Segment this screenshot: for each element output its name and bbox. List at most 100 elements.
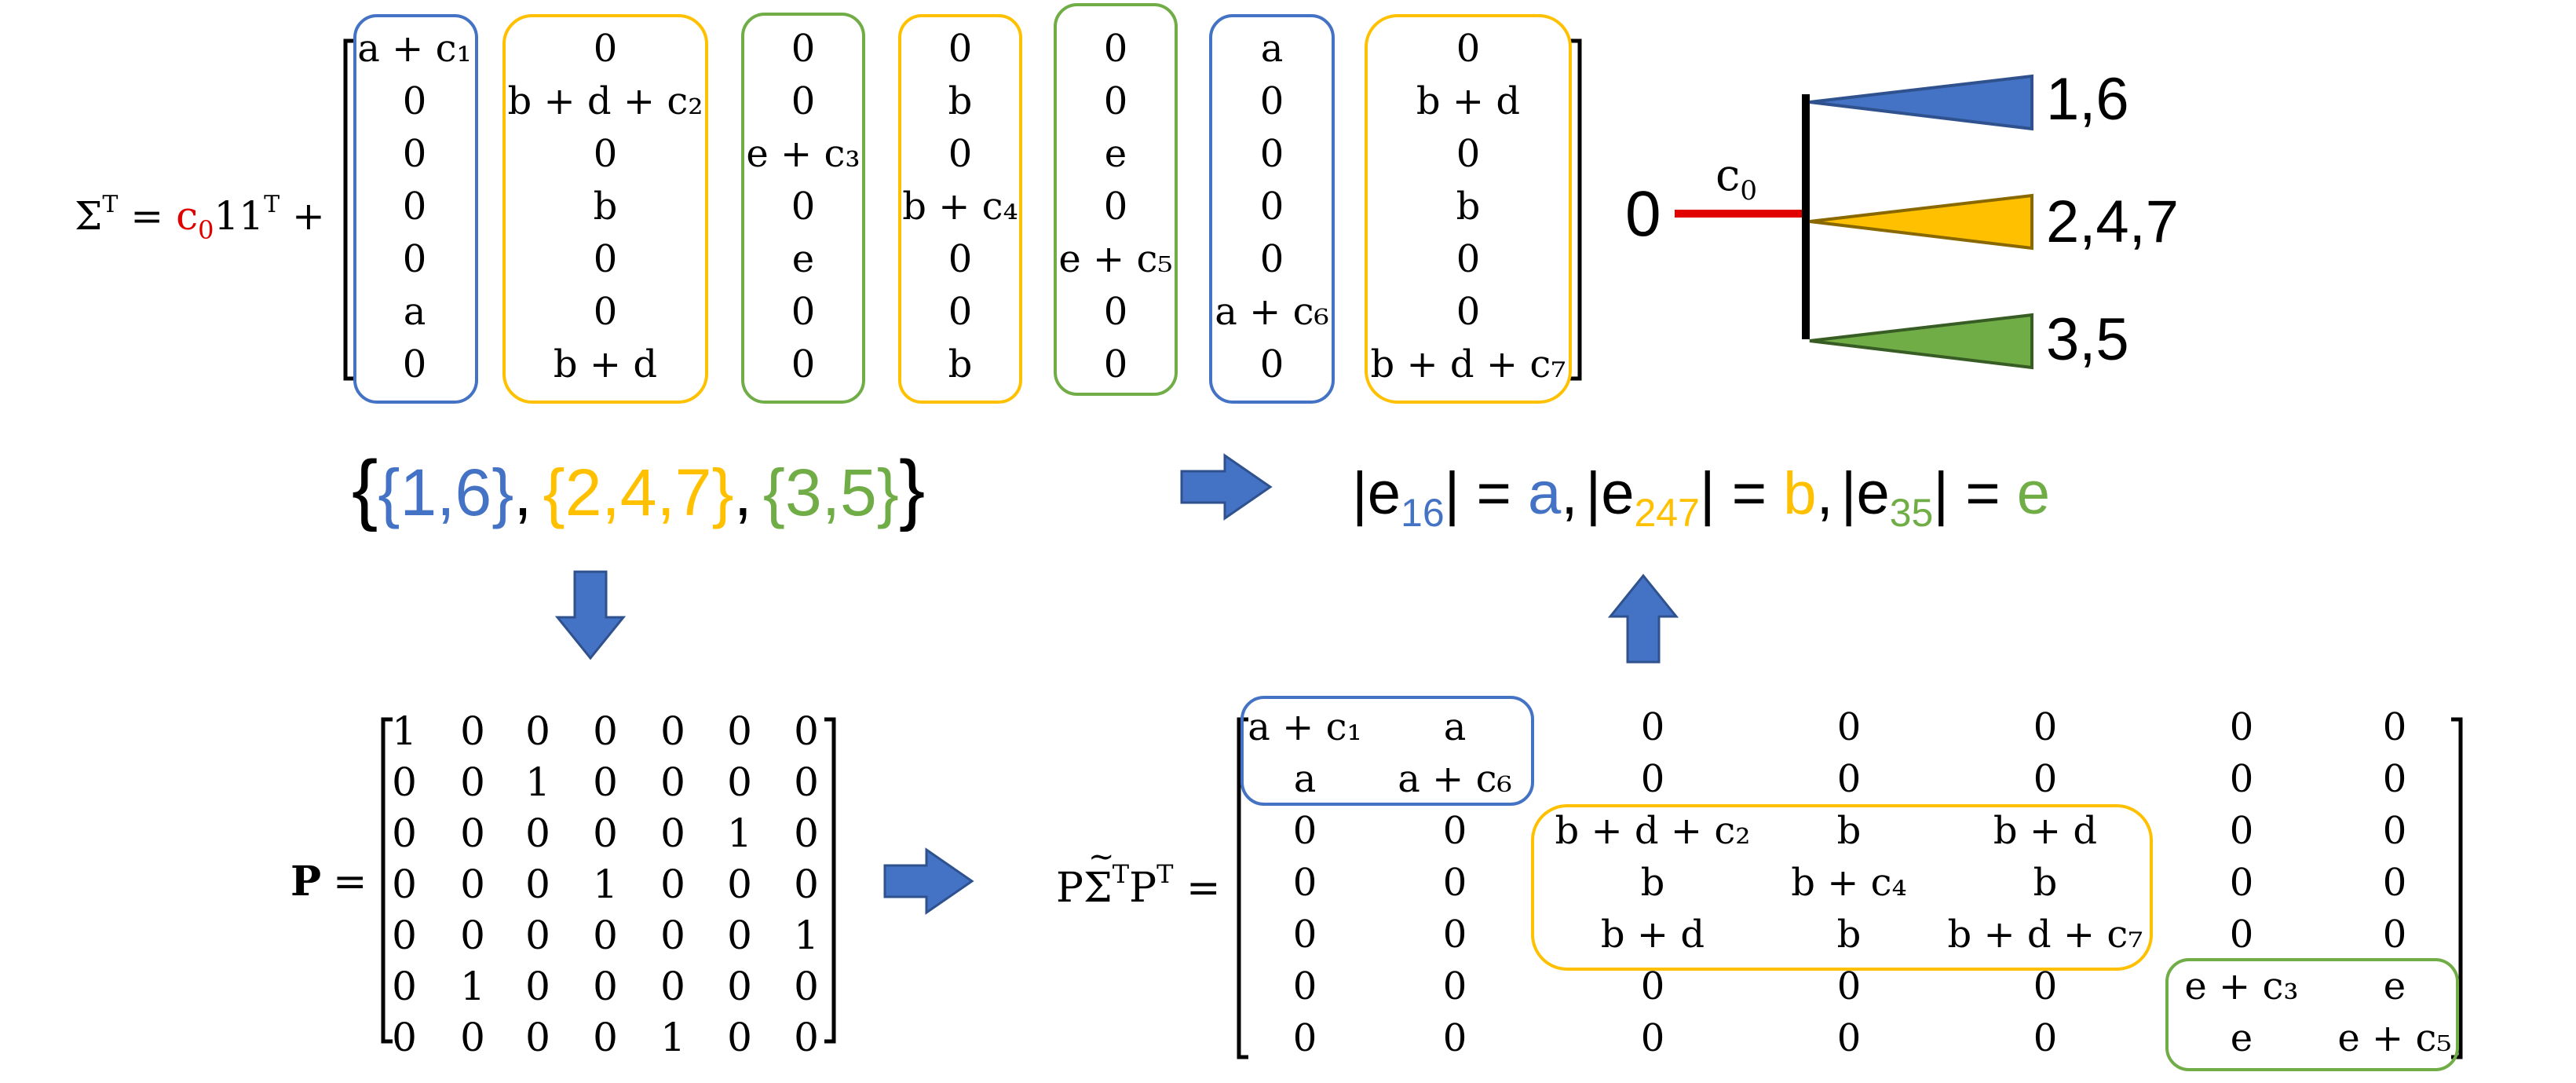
psp-cell: b + d + c₂ [1555,809,1750,853]
p-cell: 0 [593,1015,618,1060]
sigma-cell: b + d [554,342,657,386]
p-cell: 0 [525,913,550,958]
sigma-cell: 0 [791,342,816,386]
p-cell: 0 [392,913,417,958]
sigma-cell: 0 [1104,290,1128,334]
p-cell: 0 [660,810,685,856]
psp-cell: b [1837,809,1862,853]
sigma-cell: e [792,237,814,281]
psp-cell: 0 [2230,809,2254,853]
sigma-cell: b [1456,185,1481,229]
psp-cell: 0 [1443,1016,1467,1060]
sigma-col2-box [502,14,708,404]
p-cell: 0 [593,810,618,856]
p-cell: 1 [525,759,550,805]
p-cell: 0 [794,759,819,805]
psp-cell: 0 [2230,757,2254,801]
p-equals: = [333,858,367,906]
sigma-cell: e + c₃ [746,132,860,176]
sigma-cell: a + c₁ [357,27,471,71]
psp-cell: e + c₅ [2337,1016,2451,1060]
psp-cell: a [1444,705,1467,749]
tree-leaf-label-1: 1,6 [2046,66,2129,133]
sigma-cell: 0 [791,79,816,123]
p-cell: 0 [525,964,550,1009]
p-cell: 0 [593,708,618,754]
psp-cell: 0 [1837,757,1862,801]
sigma-cell: 0 [594,237,618,281]
sigma-cell: 0 [594,27,618,71]
sigma-cell: 0 [1456,132,1481,176]
psp-cell: 0 [1641,1016,1665,1060]
psp-block-green [2165,958,2459,1071]
p-cell: 0 [660,708,685,754]
sigma-cell: e [1105,132,1127,176]
tree-leaf-label-2: 2,4,7 [2046,188,2179,255]
psp-cell: a + c₁ [1248,705,1361,749]
p-cell: 1 [460,964,485,1009]
sigma-cell: 0 [948,237,973,281]
psp-cell: 0 [2383,705,2407,749]
sigma-cell: 0 [1260,342,1284,386]
psp-cell: 0 [1293,964,1317,1008]
sigma-cell: a [404,290,426,334]
p-left-bracket [381,717,393,1044]
arrow-right-bottom-icon [883,847,974,915]
sigma-cell: b [594,185,618,229]
sigma-cell: 0 [403,132,427,176]
tree-edge-label: c0 [1716,150,1757,207]
sigma-cell: 0 [594,290,618,334]
p-cell: 0 [392,1015,417,1060]
sigma-cell: 0 [1260,132,1284,176]
p-cell: 0 [525,1015,550,1060]
tree-leaf-green [1809,313,2033,370]
p-cell: 0 [660,862,685,907]
psp-cell: e + c₃ [2184,964,2298,1008]
sigma-cell: 0 [403,342,427,386]
psp-cell: e [2231,1016,2253,1060]
psp-cell: 0 [2383,913,2407,957]
sigma-cell: 0 [1456,27,1481,71]
psp-cell: 0 [2383,757,2407,801]
psp-cell: 0 [2033,1016,2058,1060]
p-cell: 0 [794,964,819,1009]
p-cell: 0 [392,862,417,907]
flow-arrows [554,453,1679,915]
sigma-cell: b [948,79,973,123]
p-cell: 0 [525,862,550,907]
psp-cell: 0 [1443,861,1467,905]
sigma-cell: b + d + c₂ [507,79,703,123]
psp-cell: 0 [1641,964,1665,1008]
psp-cell: a [1294,757,1317,801]
p-cell: 0 [593,964,618,1009]
sigma-cell: 0 [1456,237,1481,281]
p-right-bracket [824,717,836,1044]
psp-cell: e [2384,964,2406,1008]
psp-cell: b + c₄ [1791,861,1907,905]
psp-cell: b + d [1601,913,1705,957]
sigma-cell: e + c₅ [1058,237,1172,281]
sigma-cell: 0 [1456,290,1481,334]
tree-diagram: 0 c0 1,6 2,4,7 3,5 [1625,66,2179,373]
psp-cell: b [1837,913,1862,957]
sigma-cell: 0 [1260,79,1284,123]
tree-leaf-blue [1809,74,2033,131]
sigma-col1-box [353,14,478,404]
sigma-cell: b + d + c₇ [1370,342,1566,386]
sigma-eq-lhs: ΣT = c011T + [75,191,325,245]
psp-cell: 0 [1641,757,1665,801]
p-cell: 1 [593,862,618,907]
p-cell: 0 [727,759,752,805]
p-cell: 0 [460,759,485,805]
sigma-cell: 0 [594,132,618,176]
psp-cell: 0 [2383,809,2407,853]
p-cell: 0 [525,708,550,754]
p-cell: 0 [593,759,618,805]
sigma-cell: 0 [1104,185,1128,229]
psp-cell: b + d + c₇ [1947,913,2143,957]
psp-cell: 0 [2383,861,2407,905]
